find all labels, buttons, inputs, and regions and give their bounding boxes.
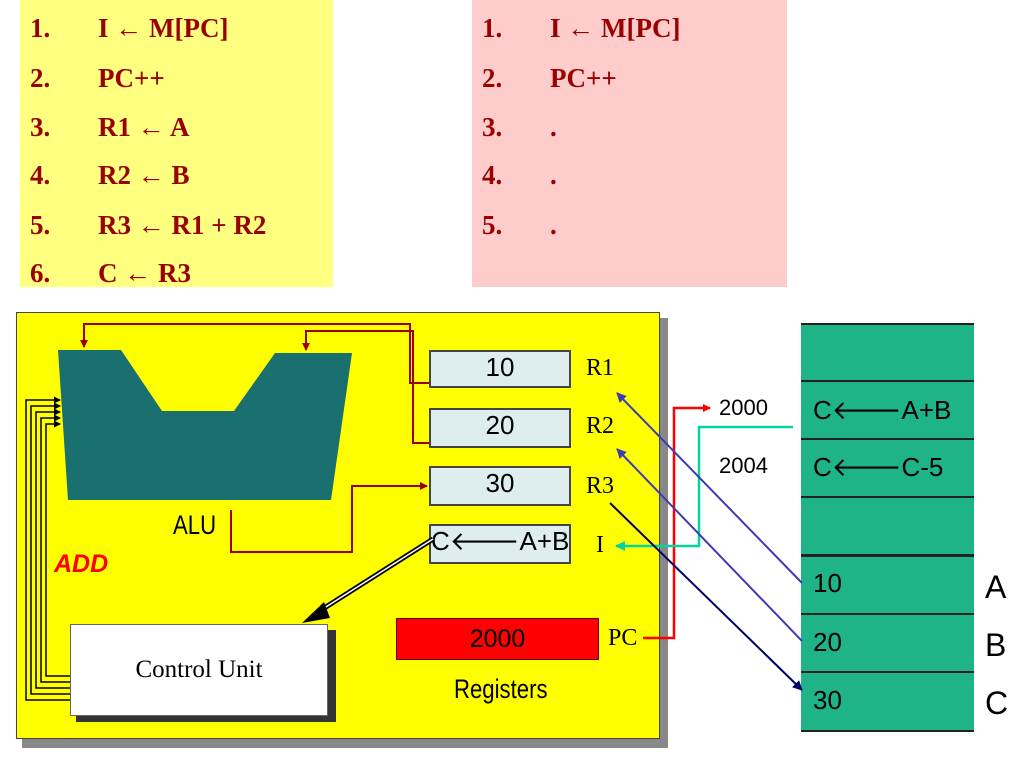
step-text: I ← M[PC]	[550, 13, 681, 43]
register-i-label: I	[596, 532, 604, 558]
wire-alu-to-r3	[230, 482, 428, 553]
step-number: 2.	[482, 63, 503, 93]
variable-label-a: A	[985, 569, 1007, 605]
step-text: R1 ← A	[98, 112, 190, 142]
memory-table: C🡐A+B C🡐C-5 10 20 30	[801, 323, 974, 732]
step-text: .	[550, 112, 557, 142]
steps-panel-left: 1. I ← M[PC] 2. PC++ 3. R1 ← A 4. R2 ← B 5. R…	[20, 0, 333, 287]
register-r2-label: R2	[586, 413, 615, 439]
memory-address: 2004	[719, 453, 768, 478]
step-number: 4.	[30, 160, 51, 190]
control-unit: Control Unit	[70, 624, 328, 716]
register-pc: 2000	[396, 618, 599, 660]
variable-label-b: B	[985, 627, 1007, 663]
memory-border	[801, 323, 974, 325]
register-r1-label: R1	[586, 355, 615, 381]
register-r2: 20	[429, 408, 571, 448]
memory-divider	[801, 438, 974, 440]
step-number: 1.	[30, 13, 51, 43]
step-number: 1.	[482, 13, 503, 43]
wire-memory-to-i	[615, 425, 793, 551]
memory-border	[801, 730, 974, 732]
memory-cell: C🡐A+B	[813, 395, 952, 425]
step-number: 2.	[30, 63, 51, 93]
alu-label: ALU	[173, 510, 217, 540]
variable-label-c: C	[985, 685, 1009, 721]
memory-cell: 20	[813, 627, 842, 657]
register-r3: 30	[429, 466, 571, 506]
wire-r2-to-alu	[302, 330, 429, 444]
wire-pc-to-address	[643, 404, 711, 640]
step-text: R2 ← B	[98, 160, 190, 190]
register-pc-label: PC	[608, 625, 638, 651]
register-i: C🡐A+B	[429, 524, 571, 564]
alu-shape	[58, 350, 352, 500]
step-number: 5.	[482, 210, 503, 240]
memory-divider	[801, 554, 974, 557]
memory-divider	[801, 496, 974, 498]
registers-label: Registers	[454, 674, 548, 704]
step-text: C ← R3	[98, 258, 191, 288]
decode-arrow	[302, 536, 435, 623]
step-number: 6.	[30, 258, 51, 288]
step-text: PC++	[550, 63, 617, 93]
step-number: 3.	[30, 112, 51, 142]
step-number: 3.	[482, 112, 503, 142]
arrow-b-to-r2	[616, 448, 803, 642]
step-text: PC++	[98, 63, 165, 93]
memory-cell: C🡐C-5	[813, 452, 944, 482]
memory-address: 2000	[719, 395, 768, 420]
steps-panel-right: 1. I ← M[PC] 2. PC++ 3.. 4.. 5..	[472, 0, 787, 287]
memory-divider	[801, 380, 974, 382]
step-text: R3 ← R1 + R2	[98, 210, 267, 240]
arrow-r3-to-c	[609, 502, 803, 691]
register-r1: 10	[429, 350, 571, 388]
operation-label: ADD	[54, 550, 109, 578]
memory-divider	[801, 671, 974, 673]
step-number: 4.	[482, 160, 503, 190]
control-lines	[25, 396, 70, 701]
step-number: 5.	[30, 210, 51, 240]
step-text: .	[550, 160, 557, 190]
memory-cell: 10	[813, 568, 842, 598]
step-text: .	[550, 210, 557, 240]
step-text: I ← M[PC]	[98, 13, 229, 43]
register-r3-label: R3	[586, 473, 615, 499]
memory-cell: 30	[813, 685, 842, 715]
wire-r1-to-alu	[80, 323, 429, 384]
memory-divider	[801, 613, 974, 615]
arrow-a-to-r1	[616, 392, 803, 584]
